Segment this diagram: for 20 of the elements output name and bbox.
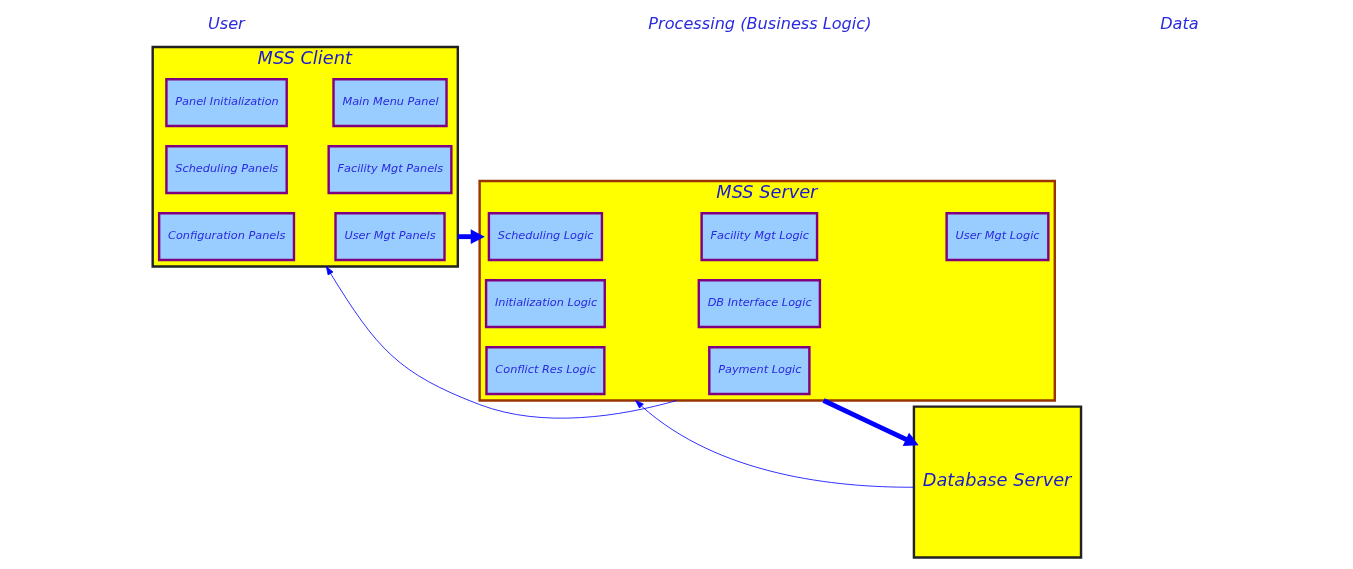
node-box: Scheduling Panels <box>164 145 288 195</box>
node-box: User Mgt Logic <box>944 212 1050 262</box>
label: User <box>207 14 245 34</box>
node-box: DB Interface Logic <box>697 279 821 329</box>
label: Processing (Business Logic) <box>647 14 871 34</box>
arrow <box>822 398 919 446</box>
node-box: Conflict Res Logic <box>484 346 606 396</box>
node-box: Facility Mgt Panels <box>326 145 453 195</box>
node-box: Payment Logic <box>707 346 811 396</box>
node-box: Database Server <box>912 405 1082 559</box>
node-box: User Mgt Panels <box>333 212 446 262</box>
arrow <box>325 266 677 419</box>
node-box: Facility Mgt Logic <box>699 212 818 262</box>
node-box: Panel Initialization <box>164 78 288 128</box>
node-box: Main Menu Panel <box>331 78 448 128</box>
node-box: Initialization Logic <box>484 279 606 329</box>
node-box: Configuration Panels <box>157 212 295 262</box>
label: Data <box>1159 14 1199 34</box>
node-box: Scheduling Logic <box>487 212 603 262</box>
arrow <box>634 400 914 488</box>
